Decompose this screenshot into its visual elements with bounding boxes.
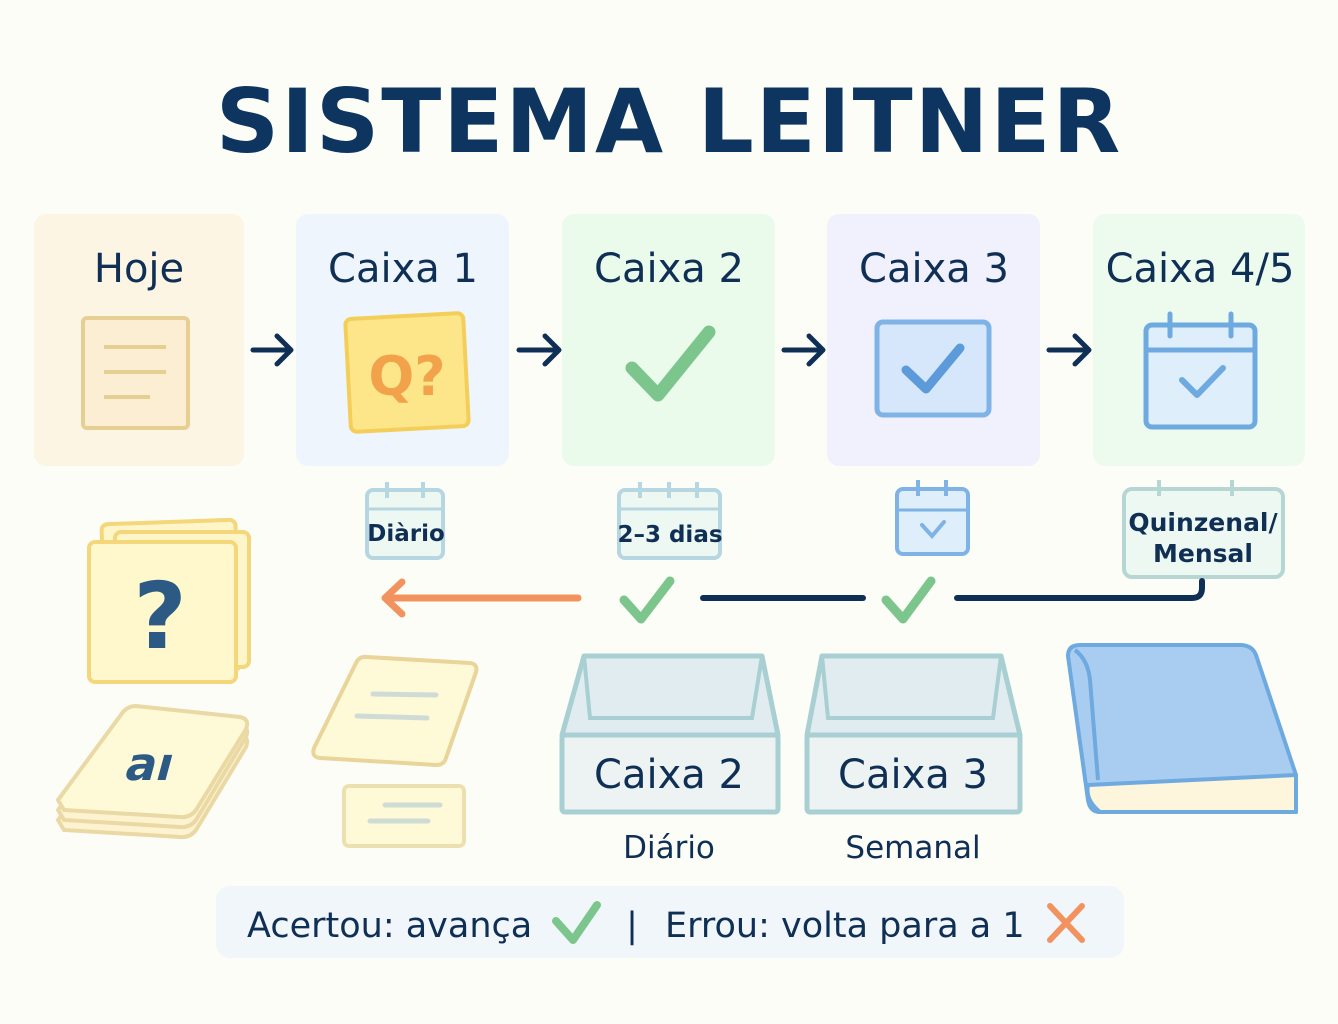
stage-caixa-2: Caixa 2: [562, 214, 775, 466]
arrow-left-icon: [381, 578, 582, 618]
check-icon: [625, 325, 716, 402]
question-mark-icon: ?: [133, 563, 186, 670]
x-icon: [1047, 903, 1085, 943]
arrow-right-icon: [1046, 333, 1092, 367]
box-frequency: Semanal: [845, 830, 980, 866]
checkbox-icon: [874, 319, 992, 418]
check-icon: [881, 576, 936, 624]
box-label: Caixa 3: [838, 752, 988, 798]
legend-separator: |: [626, 906, 638, 946]
check-icon: [552, 901, 601, 944]
stage-caixa-4-5: Caixa 4/5: [1093, 214, 1305, 466]
svg-text:Q?: Q?: [368, 345, 445, 408]
question-card-icon: Q?: [343, 311, 471, 434]
stage-label: Hoje: [94, 246, 184, 292]
stage-label: Caixa 3: [859, 246, 1009, 292]
stage-label: Caixa 2: [594, 246, 744, 292]
page-title: SISTEMA LEITNER: [216, 70, 1122, 173]
arrow-right-icon: [781, 333, 826, 367]
schedule-label-line2: Mensal: [1153, 539, 1253, 568]
check-icon: [619, 576, 675, 624]
box-frequency: Diário: [623, 830, 715, 866]
small-card: [342, 784, 466, 848]
calendar-check-icon: [1143, 311, 1258, 430]
box-label: Caixa 2: [594, 752, 744, 798]
question-card-stack: ?: [87, 517, 251, 684]
box-caixa-2: Caixa 2 Diário: [559, 653, 781, 866]
legend-wrong: Errou: volta para a 1: [665, 906, 1025, 946]
legend-correct: Acertou: avança: [247, 906, 532, 946]
stage-label: Caixa 4/5: [1106, 246, 1295, 292]
calendar-check-icon: [895, 480, 970, 556]
stage-caixa-1: Caixa 1 Q?: [296, 214, 509, 466]
legend-bar: Acertou: avança | Errou: volta para a 1: [216, 886, 1124, 958]
stage-caixa-3: Caixa 3: [827, 214, 1040, 466]
book-icon: [1066, 643, 1298, 814]
paper-card: [311, 654, 479, 768]
connector-line: [954, 578, 1205, 601]
arrow-right-icon: [516, 333, 562, 367]
schedule-label: Diàrio: [367, 521, 445, 547]
schedule-label-line1: Quinzenal/: [1128, 508, 1278, 537]
schedule-caixa-2: 2–3 dias: [617, 482, 723, 560]
stage-label: Caixa 1: [328, 246, 478, 292]
schedule-caixa-4-5: Quinzenal/ Mensal: [1122, 480, 1285, 579]
box-caixa-3: Caixa 3 Semanal: [804, 653, 1023, 866]
answer-card-stack: aı: [55, 703, 250, 840]
stage-hoje: Hoje: [34, 214, 244, 466]
schedule-caixa-1: Diàrio: [365, 482, 445, 560]
document-icon: [81, 316, 190, 430]
arrow-right-icon: [250, 333, 294, 367]
schedule-label: 2–3 dias: [617, 522, 722, 548]
